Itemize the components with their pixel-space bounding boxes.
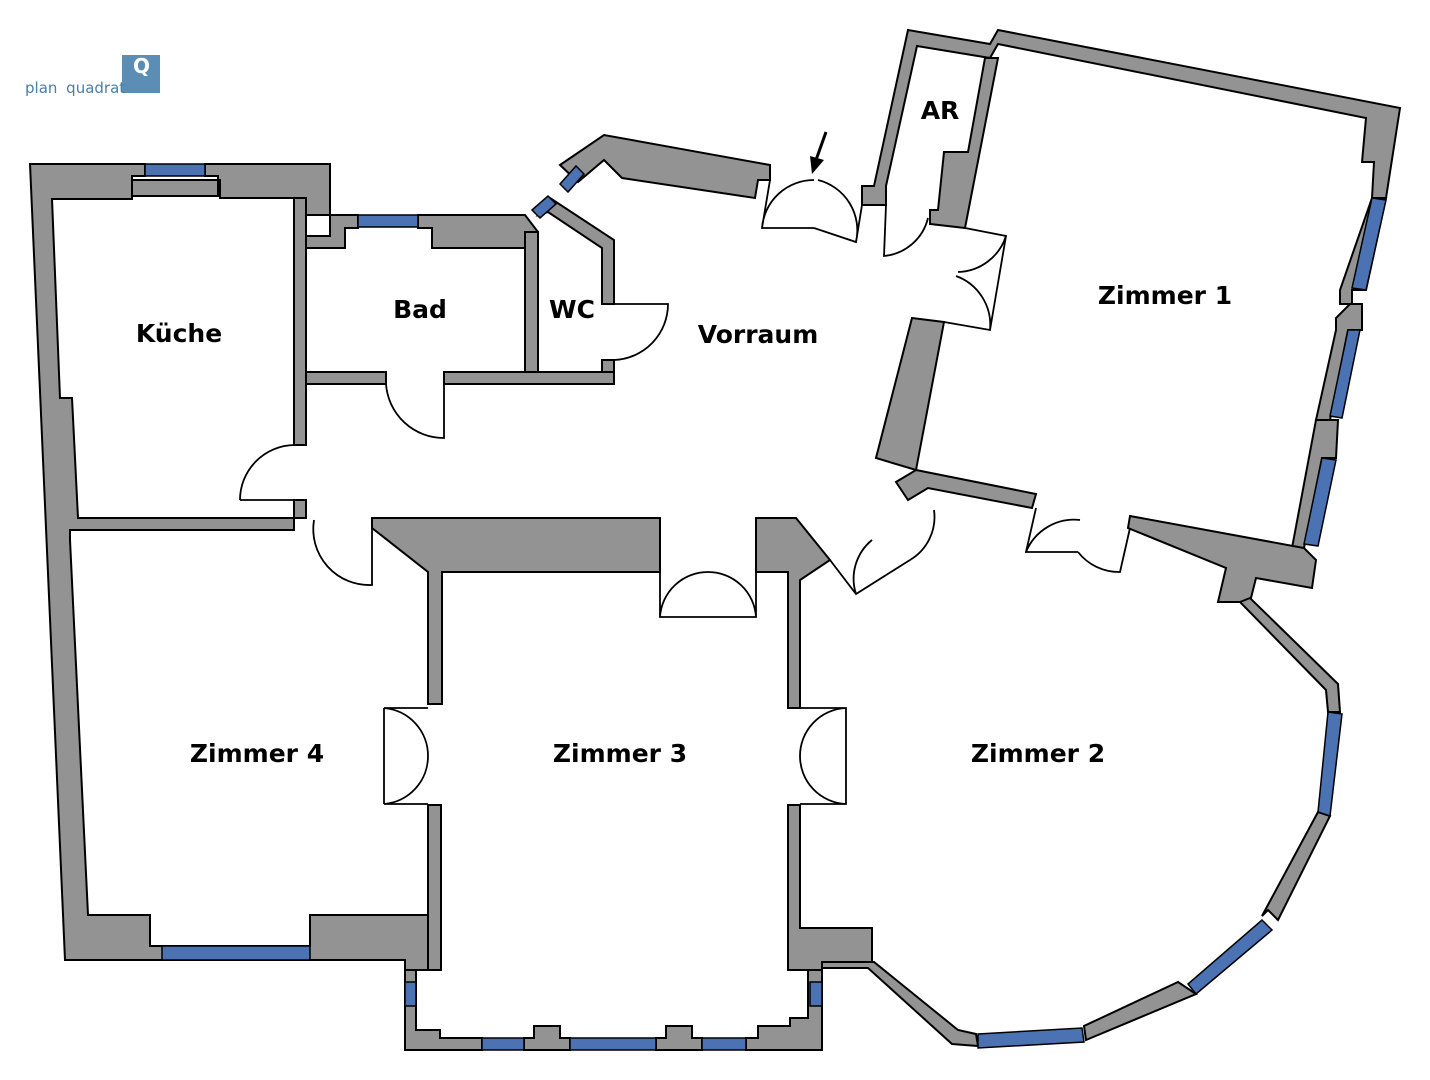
wall-bad-top bbox=[305, 214, 359, 249]
door-bad bbox=[385, 383, 445, 439]
wall-zimmer3-bottom-right bbox=[745, 969, 823, 1051]
door-entrance-double bbox=[760, 179, 863, 244]
room-labels: Küche Bad WC Vorraum AR Zimmer 1 Zimmer … bbox=[136, 96, 1232, 768]
logo-mark-square bbox=[122, 55, 160, 93]
window-wc-1 bbox=[530, 194, 558, 220]
logo-text-plan: plan bbox=[25, 79, 57, 97]
wall-zimmer2-arc-bottom bbox=[1082, 980, 1199, 1042]
door-kueche bbox=[239, 444, 295, 501]
window-bad bbox=[357, 214, 419, 228]
window-zimmer3-right bbox=[809, 981, 823, 1007]
wall-zimmer3-bottom-mid1 bbox=[523, 1025, 571, 1051]
window-zimmer3-3 bbox=[701, 1037, 747, 1051]
wall-bad-top-right bbox=[417, 214, 540, 249]
door-zimmer3-zimmer4 bbox=[383, 707, 429, 805]
door-zimmer2-vorraum bbox=[829, 509, 936, 596]
logo-mark-letter: Q bbox=[133, 54, 150, 78]
room-label-vorraum: Vorraum bbox=[698, 320, 819, 349]
room-label-kueche: Küche bbox=[136, 319, 222, 348]
wall-ar-right bbox=[929, 57, 1000, 230]
window-zimmer3-left bbox=[404, 981, 417, 1007]
window-zimmer1-2 bbox=[1329, 329, 1361, 419]
window-zimmer1-3 bbox=[1303, 457, 1337, 547]
window-zimmer2-3 bbox=[977, 1027, 1085, 1049]
wall-vorraum-bottom-right bbox=[755, 517, 832, 709]
logo-text-quadrat: quadrat bbox=[66, 79, 125, 97]
wall-vorraum-top bbox=[558, 133, 771, 200]
wall-bad-wc bbox=[524, 231, 539, 373]
wall-zimmer3-left-low bbox=[427, 804, 442, 971]
entrance-arrow-icon bbox=[810, 131, 828, 174]
wall-bad-bottom-left bbox=[305, 371, 387, 385]
door-zimmer4 bbox=[312, 519, 373, 586]
window-kueche bbox=[144, 163, 206, 177]
room-label-zimmer4: Zimmer 4 bbox=[190, 739, 324, 768]
wall-zimmer1-bottom bbox=[894, 468, 1038, 510]
door-zimmer3-zimmer2 bbox=[799, 707, 847, 805]
wall-zimmer2-arc bbox=[1238, 596, 1342, 713]
wall-zimmer2-arc-low bbox=[1261, 810, 1332, 922]
wall-kueche-bad bbox=[293, 197, 307, 446]
window-zimmer1-1 bbox=[1351, 197, 1387, 291]
wall-ar bbox=[861, 28, 1402, 206]
door-ar bbox=[883, 204, 929, 257]
room-label-zimmer3: Zimmer 3 bbox=[553, 739, 687, 768]
room-label-zimmer1: Zimmer 1 bbox=[1098, 281, 1232, 310]
wall-wc-angled bbox=[535, 196, 615, 305]
windows bbox=[144, 163, 1387, 1051]
wall-zimmer1-bottom-right bbox=[1126, 514, 1318, 603]
brand-logo: Q plan quadrat bbox=[25, 54, 160, 97]
svg-text:plan quadrat: plan quadrat bbox=[25, 79, 125, 97]
window-wc-2 bbox=[558, 164, 586, 194]
window-zimmer4 bbox=[161, 945, 311, 961]
door-zimmer1-zimmer2 bbox=[1024, 507, 1131, 573]
room-label-bad: Bad bbox=[393, 295, 447, 324]
wall-wc-right-lower bbox=[601, 359, 615, 373]
wall-kueche-outer bbox=[28, 163, 442, 971]
room-label-ar: AR bbox=[921, 96, 960, 125]
door-wc bbox=[613, 303, 669, 361]
door-zimmer1-vorraum bbox=[943, 227, 1008, 332]
window-zimmer2-1 bbox=[1317, 711, 1343, 818]
room-label-wc: WC bbox=[549, 295, 595, 324]
wall-zimmer2-bottom-left bbox=[818, 961, 980, 1048]
wall-zimmer3-bottom-mid2 bbox=[655, 1025, 703, 1051]
window-zimmer3-2 bbox=[569, 1037, 657, 1051]
window-zimmer2-2 bbox=[1186, 918, 1274, 996]
window-zimmer3-1 bbox=[481, 1037, 525, 1051]
wall-zimmer1-left bbox=[874, 316, 946, 472]
wall-bad-bottom-right bbox=[443, 371, 615, 385]
wall-zimmer3-right-low bbox=[787, 804, 873, 971]
door-zimmer3-double bbox=[659, 571, 757, 618]
walls bbox=[28, 28, 1402, 1051]
wall-kueche-bottom-stub bbox=[293, 499, 307, 519]
room-label-zimmer2: Zimmer 2 bbox=[971, 739, 1105, 768]
wall-vorraum-bottom-center bbox=[371, 517, 661, 705]
doors bbox=[239, 179, 1131, 805]
